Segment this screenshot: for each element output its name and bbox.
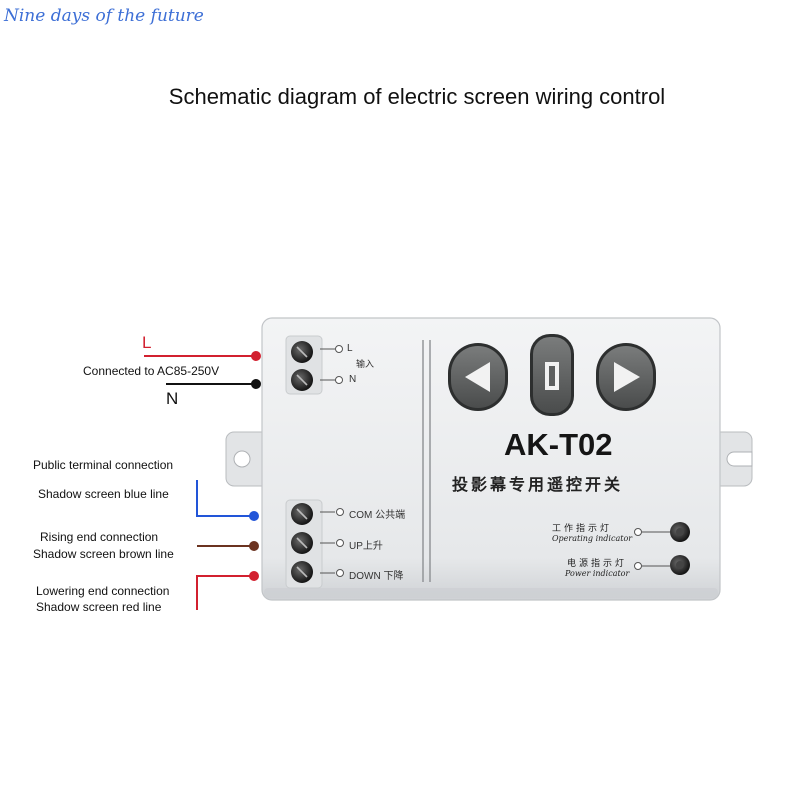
terminal-screw-n (291, 369, 313, 391)
device-model: AK-T02 (504, 427, 613, 462)
terminal-screw-l (291, 341, 313, 363)
terminal-down-label: DOWN 下降 (349, 571, 404, 582)
stop-button-icon (530, 334, 574, 416)
wire-l-red (144, 351, 261, 361)
terminal-input-label: 输入 (356, 359, 375, 369)
neutral-label: N (166, 389, 179, 408)
down-wire-label-2: Shadow screen red line (36, 600, 162, 614)
wire-up-brown (197, 541, 259, 551)
power-indicator-en: Power indicator (565, 569, 630, 578)
down-wire-label-1: Lowering end connection (36, 584, 170, 598)
up-wire-label-2: Shadow screen brown line (33, 547, 174, 561)
right-arrow-button-icon (596, 343, 656, 411)
terminal-com-label: COM 公共端 (349, 510, 406, 521)
watermark: Nine days of the future (4, 6, 204, 26)
wire-n-black (166, 379, 261, 389)
line-label: L (142, 333, 152, 352)
terminal-up-label: UP上升 (349, 541, 383, 552)
operating-indicator-cn: 工作指示灯 (552, 524, 613, 534)
operating-indicator-en: Operating indicator (552, 534, 633, 543)
terminal-screw-com (291, 503, 313, 525)
com-wire-label-1: Public terminal connection (33, 458, 174, 472)
up-wire-label-1: Rising end connection (40, 530, 159, 544)
terminal-n-label: N (349, 374, 357, 385)
com-wire-label-2: Shadow screen blue line (38, 487, 169, 501)
wire-com-blue (196, 480, 259, 521)
power-indicator-cn: 电源指示灯 (567, 559, 628, 569)
device-subtitle: 投影幕专用遥控开关 (452, 475, 624, 494)
terminal-l-label: L (347, 343, 353, 354)
power-indicator-led (670, 555, 690, 575)
terminal-screw-up (291, 532, 313, 554)
diagram-title: Schematic diagram of electric screen wir… (168, 84, 666, 109)
connected-to-ac-label: Connected to AC85-250V (83, 364, 220, 378)
left-arrow-button-icon (448, 343, 508, 411)
wire-down-red (196, 571, 259, 610)
operating-indicator-led (670, 522, 690, 542)
terminal-screw-down (291, 561, 313, 583)
